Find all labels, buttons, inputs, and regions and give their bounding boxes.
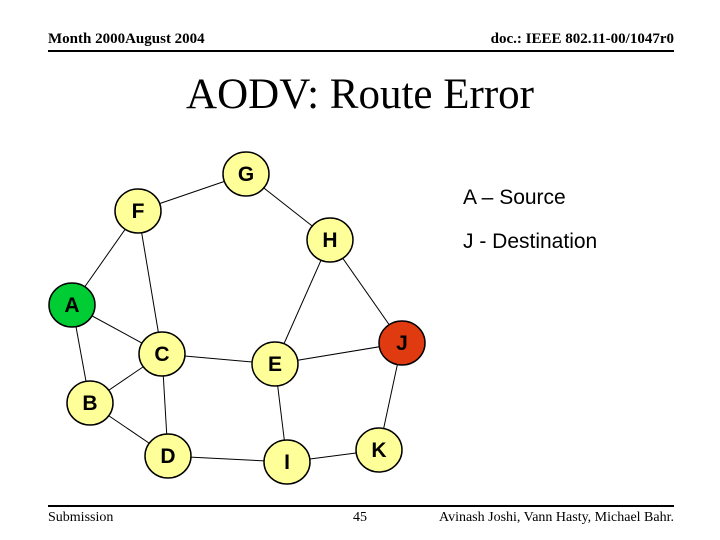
node-F	[114, 188, 162, 234]
node-label-I: I	[284, 451, 290, 474]
node-label-H: H	[322, 229, 337, 252]
footer-page-number: 45	[353, 510, 367, 525]
node-label-F: F	[132, 200, 145, 223]
node-label-B: B	[82, 392, 97, 415]
footer-submission-text: Submission	[48, 510, 114, 525]
node-J	[378, 320, 426, 366]
legend: A – Source J - Destination	[463, 184, 597, 272]
slide-title: AODV: Route Error	[186, 71, 534, 118]
legend-source: A – Source	[463, 186, 566, 209]
header-left-text: Month 2000August 2004	[48, 31, 205, 47]
footer-authors: Avinash Joshi, Vann Hasty, Michael Bahr.	[439, 510, 674, 525]
node-D	[144, 433, 192, 479]
node-K	[355, 427, 403, 473]
node-B	[66, 380, 114, 426]
node-C	[138, 331, 186, 377]
node-label-C: C	[154, 343, 169, 366]
edge-F-C	[137, 210, 163, 355]
footer-rule	[48, 505, 674, 507]
node-label-G: G	[238, 163, 254, 186]
node-E	[251, 341, 299, 387]
node-label-J: J	[396, 332, 408, 355]
node-label-E: E	[268, 353, 282, 376]
node-H	[306, 217, 354, 263]
node-G	[222, 151, 270, 197]
node-label-A: A	[64, 294, 79, 317]
legend-destination: J - Destination	[463, 230, 598, 253]
node-A	[48, 282, 96, 328]
header-doc-number: doc.: IEEE 802.11-00/1047r0	[490, 31, 674, 47]
node-I	[263, 439, 311, 485]
header-rule	[48, 50, 674, 52]
node-label-K: K	[371, 439, 386, 462]
node-label-D: D	[160, 445, 175, 468]
